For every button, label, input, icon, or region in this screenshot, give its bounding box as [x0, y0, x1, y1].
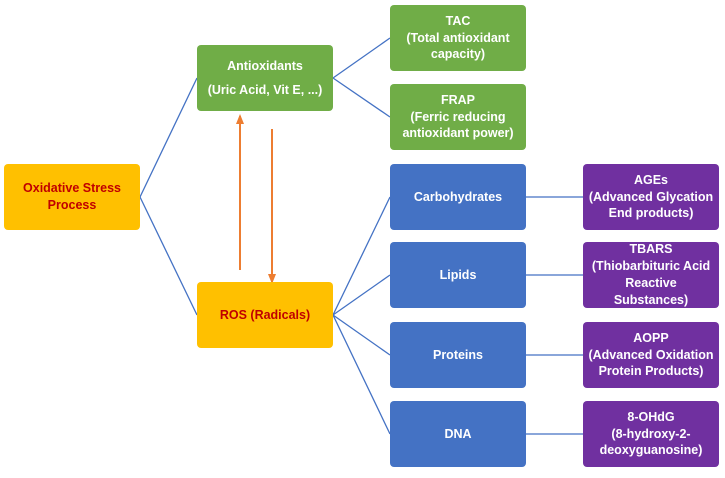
proteins-label: Proteins — [432, 347, 483, 362]
tac-title: TAC — [445, 13, 471, 28]
frap-title: FRAP — [440, 92, 476, 107]
ages-line1: (Advanced Glycation — [588, 189, 714, 204]
tac-line1: (Total antioxidant — [406, 30, 510, 45]
frap-box: FRAP (Ferric reducing antioxidant power) — [390, 84, 526, 150]
lipids-box: Lipids — [390, 242, 526, 308]
dna-box: DNA — [390, 401, 526, 467]
root-line2: Process — [47, 198, 97, 212]
8-ohdg-line2: deoxyguanosine) — [599, 443, 703, 458]
tac-box: TAC (Total antioxidant capacity) — [390, 5, 526, 71]
8-ohdg-title: 8-OHdG — [627, 409, 675, 424]
root-line1: Oxidative Stress — [23, 181, 121, 196]
tbars-line2: Reactive Substances) — [613, 276, 689, 307]
ages-line2: End products) — [608, 206, 694, 221]
aopp-line2: Protein Products) — [598, 364, 704, 379]
tbars-box: TBARS (Thiobarbituric Acid Reactive Subs… — [583, 242, 719, 308]
connector-antioxidants-tac — [332, 37, 391, 79]
frap-line2: antioxidant power) — [402, 126, 514, 141]
oxidative-stress-process-box: Oxidative Stress Process — [4, 164, 140, 230]
aopp-title: AOPP — [633, 330, 669, 345]
ros-radicals-box: ROS (Radicals) — [197, 282, 333, 348]
connector-ros-carbohydrates — [332, 196, 391, 316]
antioxidants-title: Antioxidants — [227, 58, 303, 73]
connector-antioxidants-frap — [332, 77, 391, 118]
tac-line2: capacity) — [430, 47, 486, 62]
connector-ros-lipids — [332, 274, 391, 316]
connector-root-antioxidants — [139, 77, 198, 198]
ages-box: AGEs (Advanced Glycation End products) — [583, 164, 719, 230]
connector-ros-dna — [332, 314, 391, 435]
lipids-label: Lipids — [439, 267, 477, 282]
8-ohdg-box: 8-OHdG (8-hydroxy-2- deoxyguanosine) — [583, 401, 719, 467]
antioxidants-box: Antioxidants (Uric Acid, Vit E, ...) — [197, 45, 333, 111]
proteins-box: Proteins — [390, 322, 526, 388]
dna-label: DNA — [444, 426, 472, 441]
tbars-line1: (Thiobarbituric Acid — [591, 259, 711, 274]
ages-title: AGEs — [633, 172, 669, 187]
aopp-line1: (Advanced Oxidation — [588, 347, 714, 362]
8-ohdg-line1: (8-hydroxy-2- — [611, 426, 691, 441]
ros-label: ROS (Radicals) — [219, 307, 311, 322]
tbars-title: TBARS — [629, 242, 673, 257]
connector-ros-proteins — [332, 314, 391, 356]
aopp-box: AOPP (Advanced Oxidation Protein Product… — [583, 322, 719, 388]
antioxidants-subtitle: (Uric Acid, Vit E, ...) — [207, 82, 323, 97]
carbohydrates-label: Carbohydrates — [413, 189, 503, 204]
carbohydrates-box: Carbohydrates — [390, 164, 526, 230]
connector-root-ros — [139, 196, 198, 316]
frap-line1: (Ferric reducing — [410, 109, 506, 124]
